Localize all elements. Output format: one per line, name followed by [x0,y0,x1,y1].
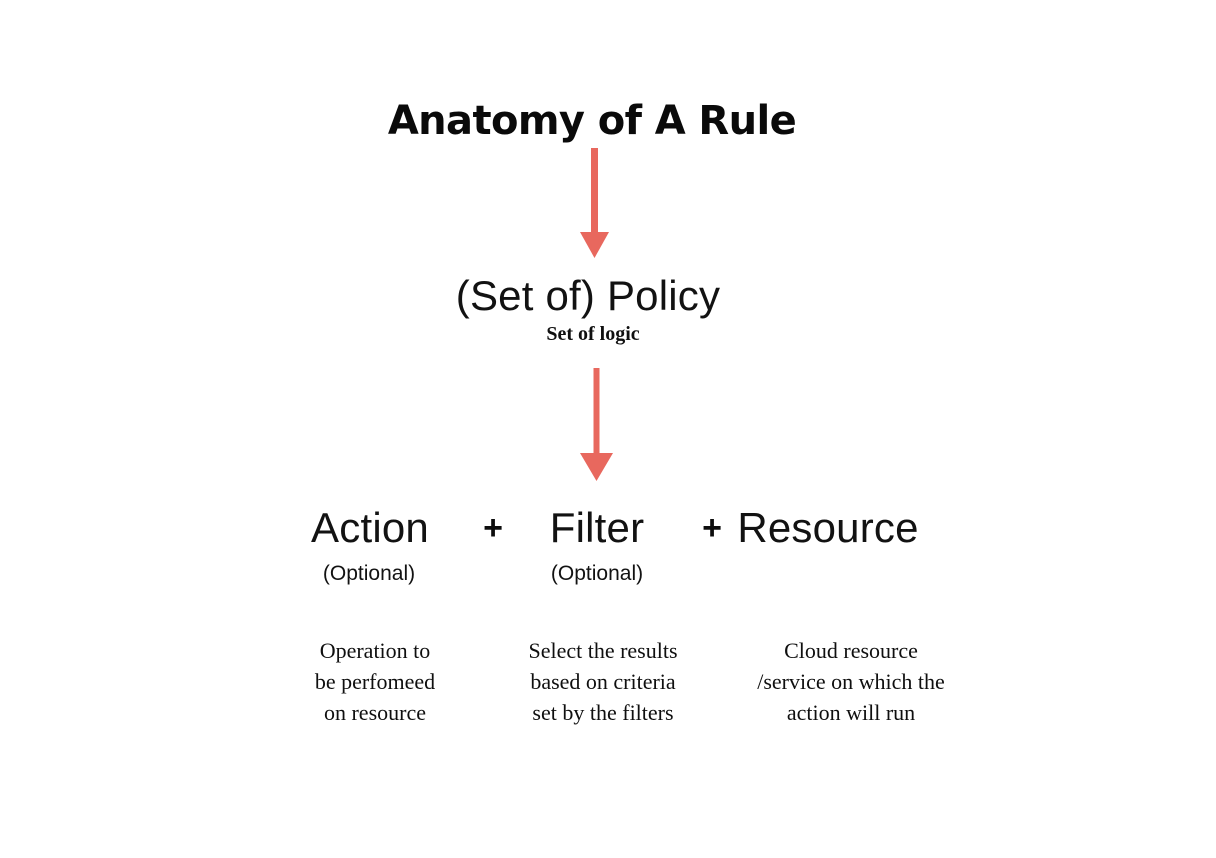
policy-subtitle: Set of logic [0,323,1216,346]
component-label-action: Action [311,504,429,551]
policy-subtitle-text: Set of logic [546,323,640,345]
arrow-policy-to-components [580,368,613,481]
component-label-resource: Resource [737,504,919,551]
component-description-action: Operation to be perfomeed on resource [314,638,436,725]
component-label-filter: Filter [549,504,645,551]
component-description-resource: Cloud resource /service on which the act… [757,638,945,725]
operator-plus-1: + [483,509,503,547]
operator-plus-2: + [702,509,722,547]
diagram-title: Anatomy of A Rule [0,98,1216,144]
optional-marker-action: (Optional) [322,562,416,585]
arrow-title-to-policy [580,148,609,258]
diagram-title-text: Anatomy of A Rule [387,98,797,144]
policy-label: (Set of) Policy [0,272,1216,320]
component-description-filter: Select the results based on criteria set… [528,638,678,725]
optional-marker-filter: (Optional) [550,562,644,585]
policy-label-text: (Set of) Policy [455,272,721,319]
